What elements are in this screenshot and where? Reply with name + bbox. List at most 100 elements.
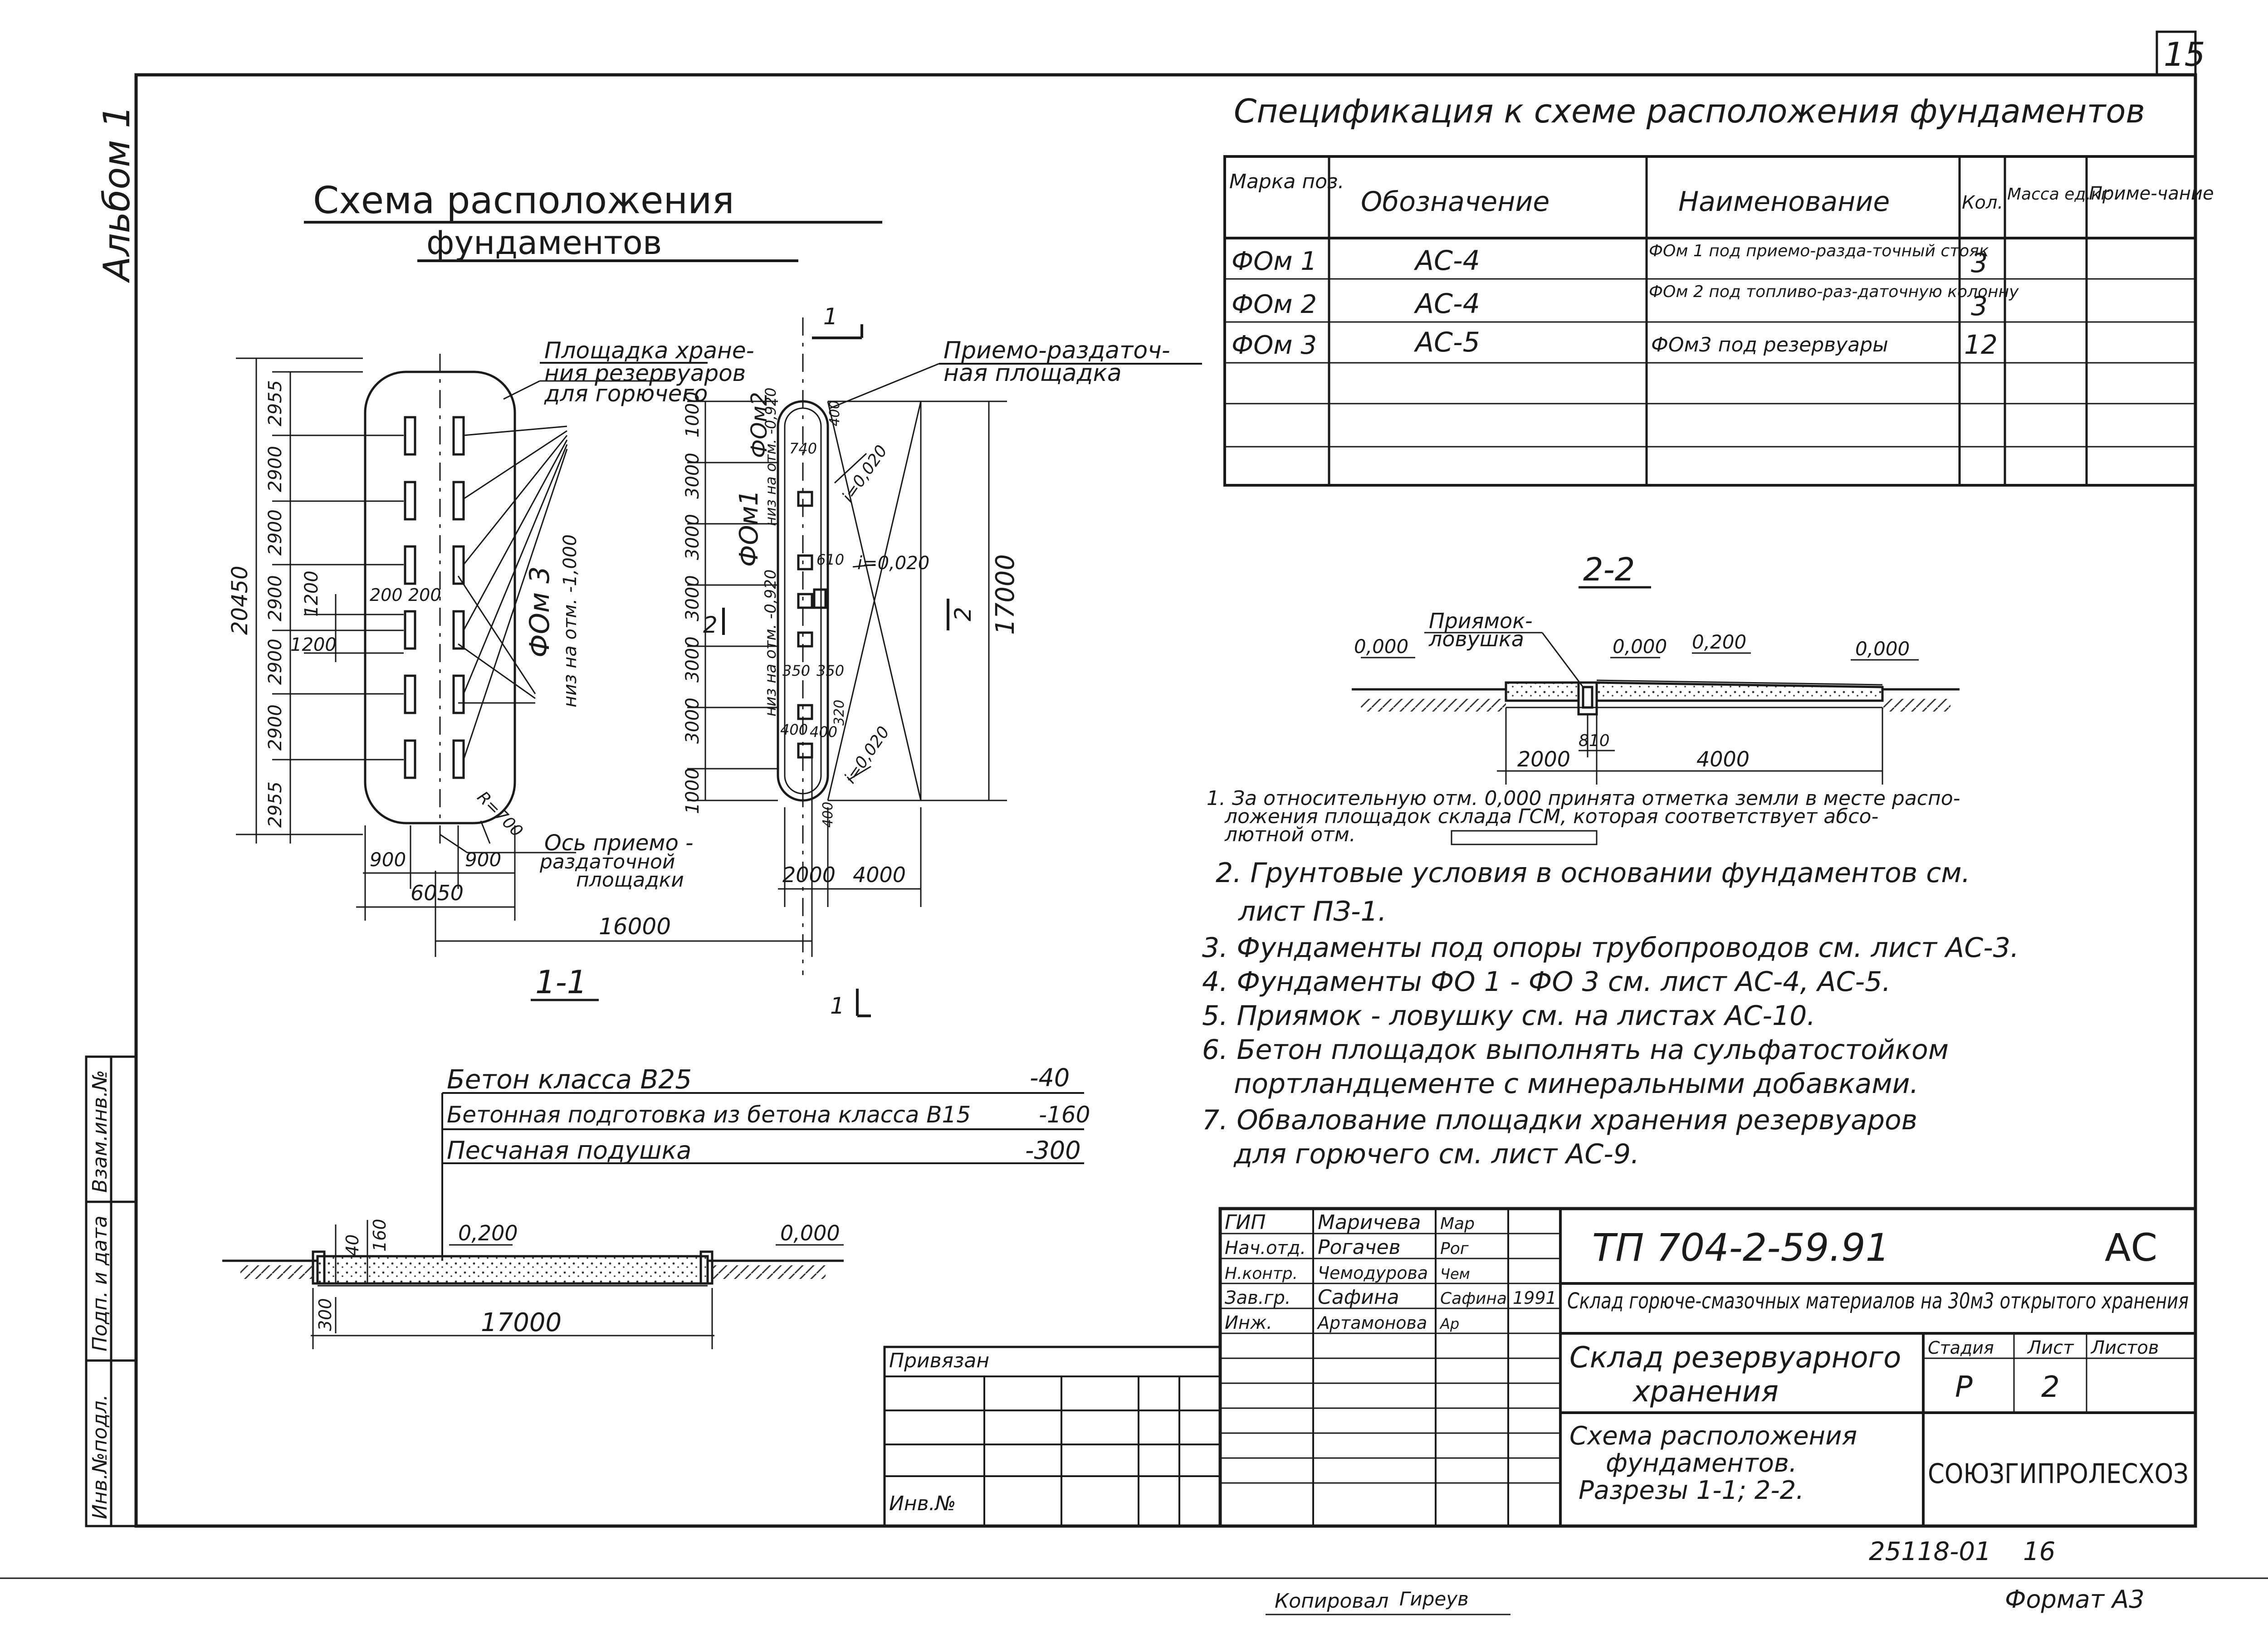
spec-row-2-mark: ФОм 3: [1232, 331, 1317, 360]
dim-4000: 4000: [853, 863, 906, 887]
tank-platform-plan: [236, 354, 813, 957]
spec-row-0-mark: ФОм 1: [1232, 247, 1317, 276]
copied-by: Копировал: [1275, 1590, 1388, 1613]
layer3-label: Песчаная подушка: [447, 1136, 691, 1165]
spec-row-0-qty: 3: [1971, 248, 1988, 278]
section-mark-2-left: 2: [703, 612, 718, 638]
total-height-dim: 20450: [227, 566, 253, 635]
dim-200-b: 200: [408, 585, 441, 605]
sheets-header: Листов: [2090, 1337, 2159, 1358]
note-line-8: 6. Бетон площадок выполнять на сульфатос…: [1202, 1034, 1949, 1066]
signature-norm: Чем: [1440, 1265, 1470, 1283]
right-dim-0: 1000: [682, 391, 703, 438]
spec-header-mark: Марка поз.: [1229, 170, 1344, 193]
section22-dim-4000: 4000: [1696, 747, 1750, 771]
section22-dim-2000: 2000: [1517, 747, 1570, 771]
name-gip: Маричева: [1318, 1211, 1421, 1234]
dim-17000-vertical: 17000: [991, 554, 1020, 635]
organization: СОЮЗГИПРОЛЕСХОЗ: [1928, 1458, 2189, 1490]
signature-engineer: Ар: [1439, 1315, 1459, 1332]
receiving-label-1: Приемо-раздаточ-: [943, 337, 1170, 364]
notes-block: 1. За относительную отм. 0,000 принята о…: [1202, 787, 2019, 1170]
dim-900-b: 900: [465, 849, 501, 871]
section22-dim-810: 810: [1579, 732, 1610, 750]
plan-title-line2: фундаментов: [426, 224, 662, 262]
role-gip: ГИП: [1225, 1211, 1266, 1234]
row-dim-3: 2900: [265, 575, 286, 621]
note-line-10: 7. Обвалование площадки хранения резерву…: [1202, 1104, 1917, 1136]
dim-200-a: 200: [370, 585, 403, 605]
inventory-suffix: 16: [2023, 1537, 2055, 1566]
left-strip-cell-inventory: Инв.№подл.: [88, 1394, 112, 1519]
pit-label-1: Приямок-: [1429, 609, 1533, 633]
drawing-name-2: фундаментов.: [1606, 1449, 1797, 1478]
section-1-1-layers: Бетон класса В25 -40 Бетонная подготовка…: [441, 1063, 1090, 1261]
note-line-6: 4. Фундаменты ФО 1 - ФО 3 см. лист АС-4,…: [1202, 966, 1891, 998]
note-line-0: 1. За относительную отм. 0,000 принята о…: [1207, 787, 1960, 810]
note-line-11: для горючего см. лист АС-9.: [1233, 1138, 1639, 1170]
left-strip: [85, 1055, 137, 1527]
small-dim-400-a: 400: [780, 721, 808, 738]
note-line-4: лист ПЗ-1.: [1238, 896, 1387, 927]
section-2-2-drawing: [1352, 632, 1960, 785]
dim-16000: 16000: [599, 913, 671, 940]
signature-gip: Мар: [1440, 1215, 1475, 1233]
section22-elev-top: 0,200: [1692, 631, 1746, 653]
section11-elev-right: 0,000: [780, 1221, 840, 1245]
section11-elev-top: 0,200: [458, 1221, 518, 1245]
spec-header-note: Приме-чание: [2089, 183, 2214, 204]
section-1-1-drawing: [222, 1220, 844, 1349]
name-norm: Чемодурова: [1318, 1263, 1428, 1283]
axis-label-1: Ось приемо -: [544, 830, 693, 856]
note-line-3: 2. Грунтовые условия в основании фундаме…: [1216, 857, 1970, 889]
section-mark-2-right: 2: [950, 607, 976, 621]
right-dim-5: 3000: [682, 697, 703, 744]
right-dim-3: 3000: [682, 575, 703, 621]
layer1-label: Бетон класса В25: [447, 1064, 692, 1095]
section11-dim-300: 300: [315, 1298, 335, 1331]
foundation-fom3-right: [452, 416, 465, 779]
layer1-value: -40: [1030, 1063, 1070, 1092]
layer2-value: -160: [1039, 1102, 1090, 1128]
doc-mark: АС: [2105, 1225, 2157, 1270]
fom2-note: низ на отм. -0,920: [762, 388, 779, 526]
title-block-grid: [1218, 1207, 2197, 1528]
small-dim-350-b: 350: [816, 662, 844, 679]
role-head: Нач.отд.: [1225, 1238, 1306, 1258]
storage-label-2: ния резервуаров: [544, 360, 746, 386]
axis-label-3: площадки: [576, 868, 684, 892]
dim-2000: 2000: [782, 863, 836, 887]
storage-label-1: Площадка хране-: [544, 337, 754, 364]
spec-row-0-designation: АС-4: [1413, 245, 1480, 277]
slope-c: i=0,020: [841, 723, 894, 787]
radius-label: R=700: [474, 788, 527, 841]
spec-header-designation: Обозначение: [1361, 186, 1549, 218]
spec-title: Спецификация к схеме расположения фундам…: [1234, 92, 2145, 130]
copier-signature: Гиреув: [1399, 1588, 1469, 1610]
role-norm: Н.контр.: [1225, 1264, 1298, 1283]
slope-a: i=0,020: [839, 442, 891, 506]
dim-6050: 6050: [411, 881, 464, 905]
object-line-2: хранения: [1632, 1375, 1779, 1409]
page-number: 15: [2164, 35, 2205, 73]
layer2-label: Бетонная подготовка из бетона класса В15: [447, 1102, 971, 1128]
stage-header: Стадия: [1928, 1338, 1994, 1358]
right-dim-2: 3000: [682, 514, 703, 560]
section-mark-1-top: 1: [823, 303, 838, 330]
spec-row-2-designation: АС-5: [1413, 327, 1480, 358]
left-strip-cell-replacement: Взам.инв.№: [88, 1070, 112, 1193]
album-label: Альбом 1: [96, 105, 138, 283]
spec-header-name: Наименование: [1678, 186, 1890, 218]
signature-head: Рог: [1440, 1239, 1469, 1258]
section22-elev-left: 0,000: [1354, 635, 1408, 658]
spec-header-mass: Масса ед.кг: [2007, 185, 2110, 204]
fom2-label: ФОм2: [747, 392, 772, 458]
spec-row-1-qty: 3: [1971, 291, 1988, 322]
object-line-1: Склад резервуарного: [1569, 1341, 1901, 1375]
drawing-name-1: Схема расположения: [1569, 1421, 1857, 1451]
small-dim-610: 610: [816, 551, 844, 568]
role-engineer: Инж.: [1225, 1312, 1272, 1333]
foundation-fom3-left: [404, 416, 416, 779]
fom1-note: низ на отм. -0,920: [762, 569, 780, 717]
right-dim-6: 1000: [682, 768, 703, 814]
